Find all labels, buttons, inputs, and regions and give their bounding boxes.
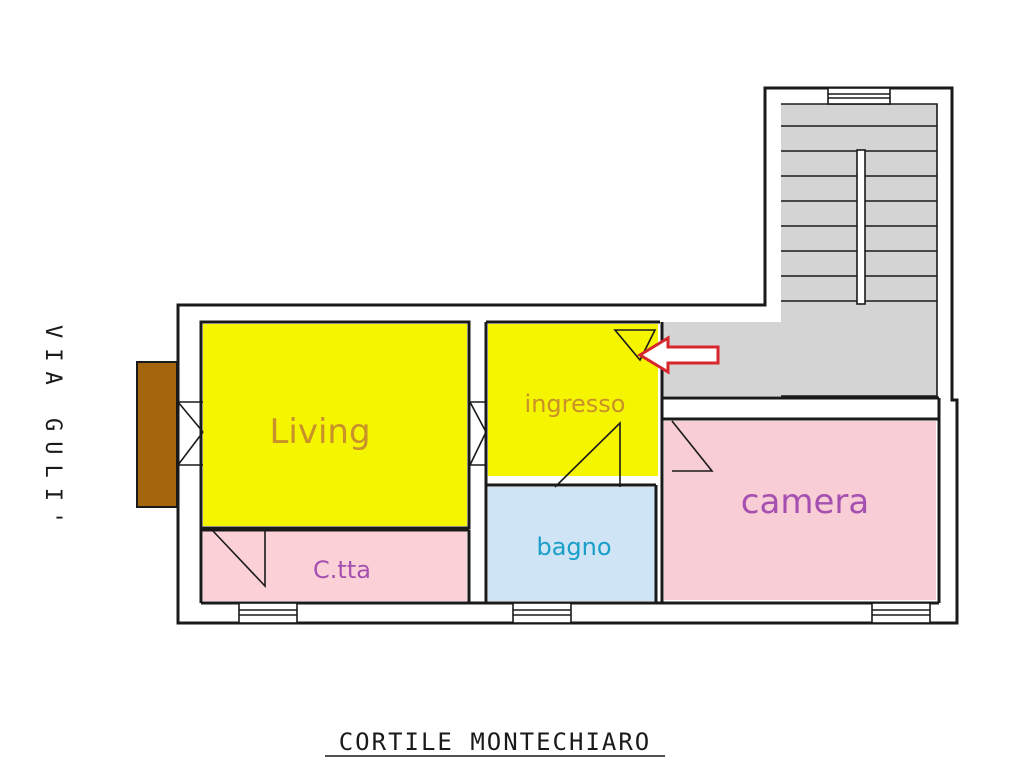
ingresso-label: ingresso	[525, 390, 626, 418]
ingresso-fill	[488, 324, 658, 476]
outer-wall	[176, 86, 959, 625]
living-label: Living	[269, 412, 370, 452]
entrance-arrow-icon	[637, 335, 720, 375]
street-label: VIA GULI'	[40, 325, 65, 534]
cucinotta-label: C.tta	[313, 556, 371, 584]
camera-label: camera	[741, 482, 869, 522]
bagno-label: bagno	[536, 533, 611, 561]
courtyard-label: CORTILE MONTECHIARO	[339, 728, 652, 756]
bagno-fill	[488, 487, 655, 601]
camera-fill	[664, 421, 936, 600]
door-swings	[177, 329, 714, 589]
balcony	[136, 361, 178, 508]
living-room-fill	[203, 324, 467, 526]
windows	[238, 87, 931, 624]
stair-steps	[781, 125, 937, 305]
